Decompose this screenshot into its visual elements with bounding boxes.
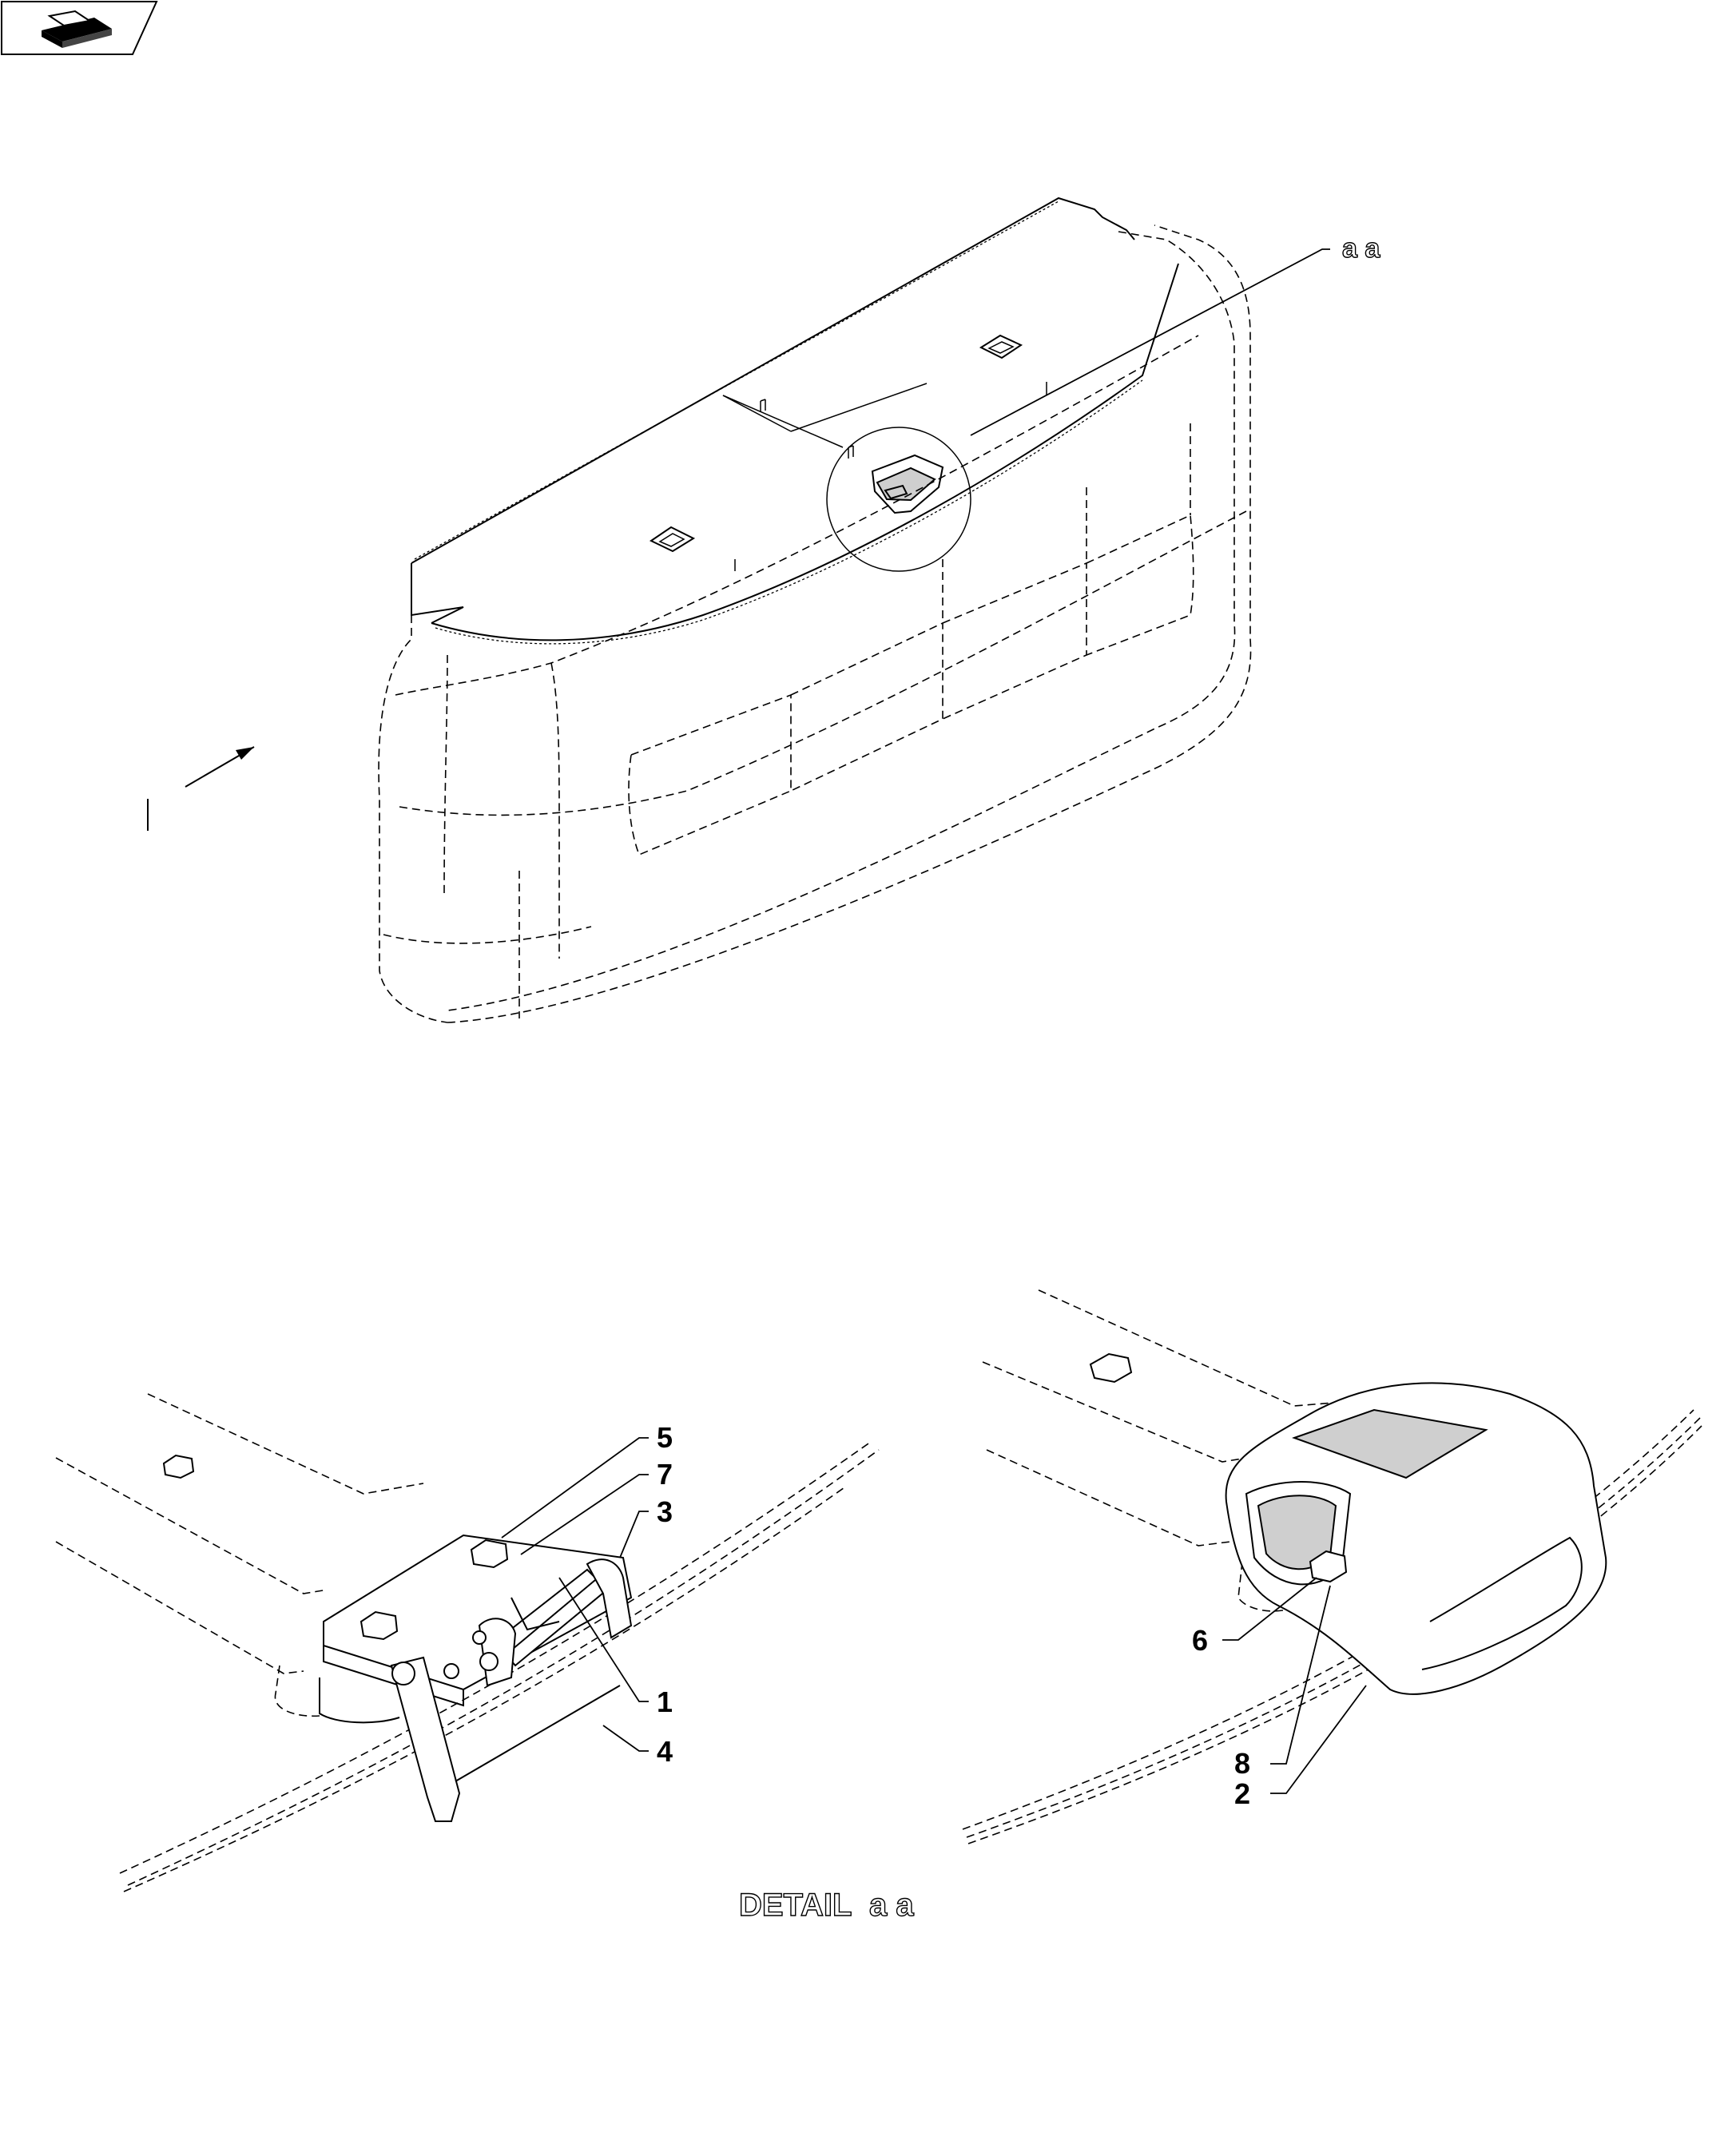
callout-3: 3 (657, 1495, 673, 1528)
detail-title: DETAIL a a (739, 1888, 914, 1923)
detail-circle (826, 427, 971, 572)
arrow-page-icon (42, 10, 112, 48)
counterweight-assembly: a a (147, 197, 1381, 1023)
detail-leader (970, 248, 1330, 436)
detail-view-right: 6 8 2 (962, 1289, 1702, 1844)
callout-5: 5 (657, 1421, 673, 1454)
callout-7: 7 (657, 1458, 673, 1491)
callout-2: 2 (1234, 1777, 1250, 1810)
navigation-badge[interactable] (1, 0, 158, 55)
detail-view-left: 5 7 3 1 4 (55, 1393, 880, 1892)
callout-6: 6 (1192, 1624, 1208, 1657)
callout-1: 1 (657, 1685, 673, 1718)
callout-8: 8 (1234, 1747, 1250, 1780)
detail-ref-label: a a (1342, 233, 1380, 264)
callout-4: 4 (657, 1735, 673, 1768)
